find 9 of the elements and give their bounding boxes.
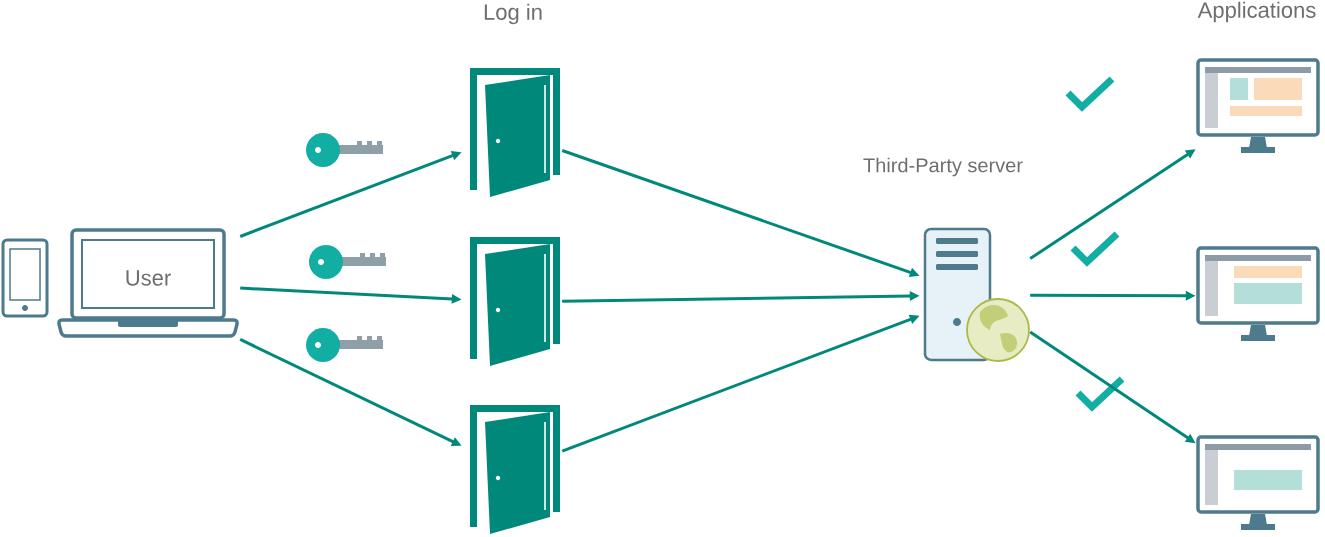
monitor-drawing (1196, 246, 1320, 341)
heading: Log in (484, 3, 542, 25)
door-drawing (470, 237, 560, 366)
monitor-drawing (1196, 58, 1320, 153)
heading: Applications (1197, 1, 1316, 23)
door-drawing (470, 68, 560, 197)
door-drawing (470, 405, 560, 534)
monitor-drawing (1196, 435, 1320, 530)
node-label: Third-Party server (863, 157, 1023, 177)
